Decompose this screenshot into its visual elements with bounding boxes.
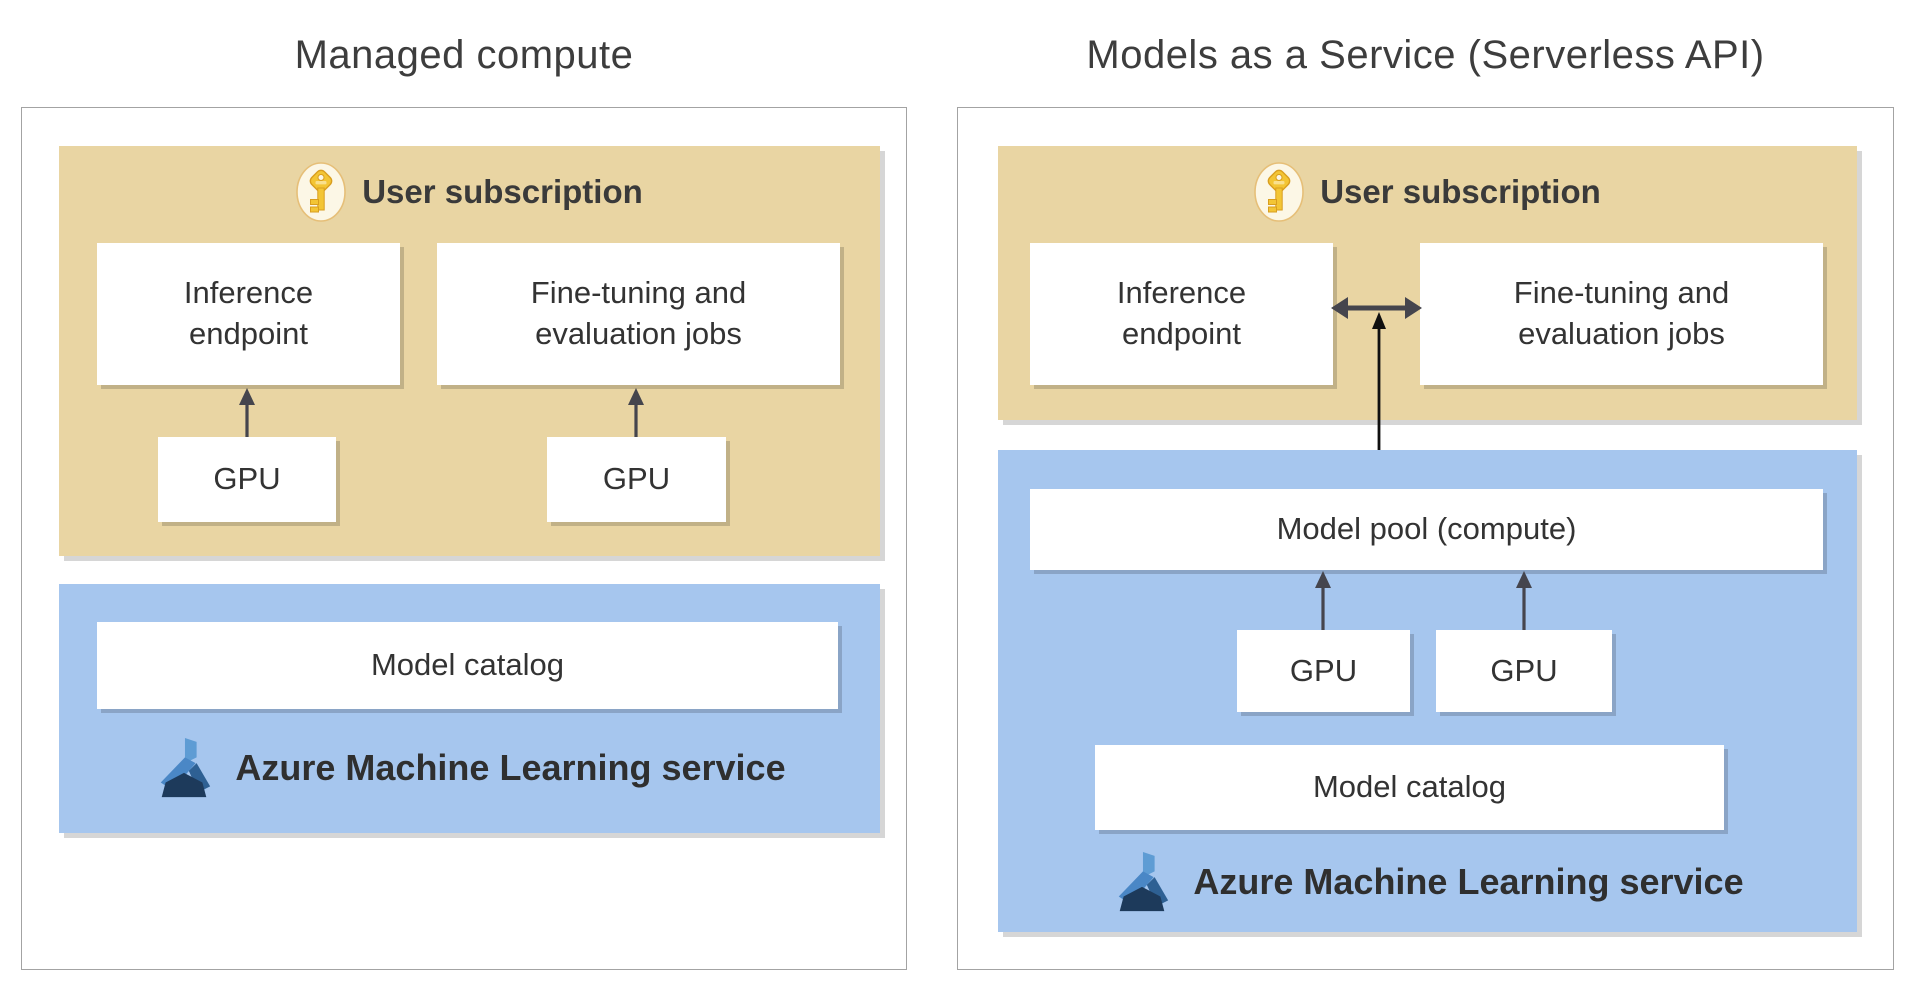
right-aml-service-label: Azure Machine Learning service xyxy=(1193,861,1744,902)
left-gpu1-box: GPU xyxy=(158,437,336,522)
left-finetune-jobs-box: Fine-tuning and evaluation jobs xyxy=(437,243,840,385)
left-aml-service-label: Azure Machine Learning service xyxy=(235,747,786,788)
key-icon xyxy=(296,162,347,222)
right-panel-title: Models as a Service (Serverless API) xyxy=(1086,33,1765,77)
right-gpu1-box: GPU xyxy=(1237,630,1410,712)
left-inference-endpoint-box: Inference endpoint xyxy=(97,243,400,385)
right-double-arrow-inference-finetune xyxy=(1331,297,1422,319)
right-arrow-model-pool-to-endpoints xyxy=(1372,312,1386,490)
right-arrow-gpu1-to-pool xyxy=(1315,571,1331,630)
left-arrow-gpu1-to-inference xyxy=(239,388,255,438)
right-user-subscription-label: User subscription xyxy=(1320,173,1601,210)
azure-machine-learning-icon xyxy=(1119,851,1169,912)
right-aml-service-row: Azure Machine Learning service xyxy=(998,842,1857,922)
left-arrow-gpu2-to-finetune xyxy=(628,388,644,438)
left-panel-title: Managed compute xyxy=(294,33,634,77)
right-arrow-gpu2-to-pool xyxy=(1516,571,1532,630)
right-finetune-jobs-box: Fine-tuning and evaluation jobs xyxy=(1420,243,1823,385)
left-user-subscription-header: User subscription xyxy=(59,158,880,226)
right-user-subscription-header: User subscription xyxy=(998,158,1857,226)
right-gpu2-box: GPU xyxy=(1436,630,1612,712)
left-gpu2-box: GPU xyxy=(547,437,726,522)
left-user-subscription-label: User subscription xyxy=(362,173,643,210)
azure-machine-learning-icon xyxy=(161,737,211,798)
right-model-catalog-box: Model catalog xyxy=(1095,745,1724,830)
left-aml-service-row: Azure Machine Learning service xyxy=(59,728,880,808)
key-icon xyxy=(1254,162,1305,222)
right-model-pool-box: Model pool (compute) xyxy=(1030,489,1823,570)
left-model-catalog-box: Model catalog xyxy=(97,622,838,709)
right-inference-endpoint-box: Inference endpoint xyxy=(1030,243,1333,385)
